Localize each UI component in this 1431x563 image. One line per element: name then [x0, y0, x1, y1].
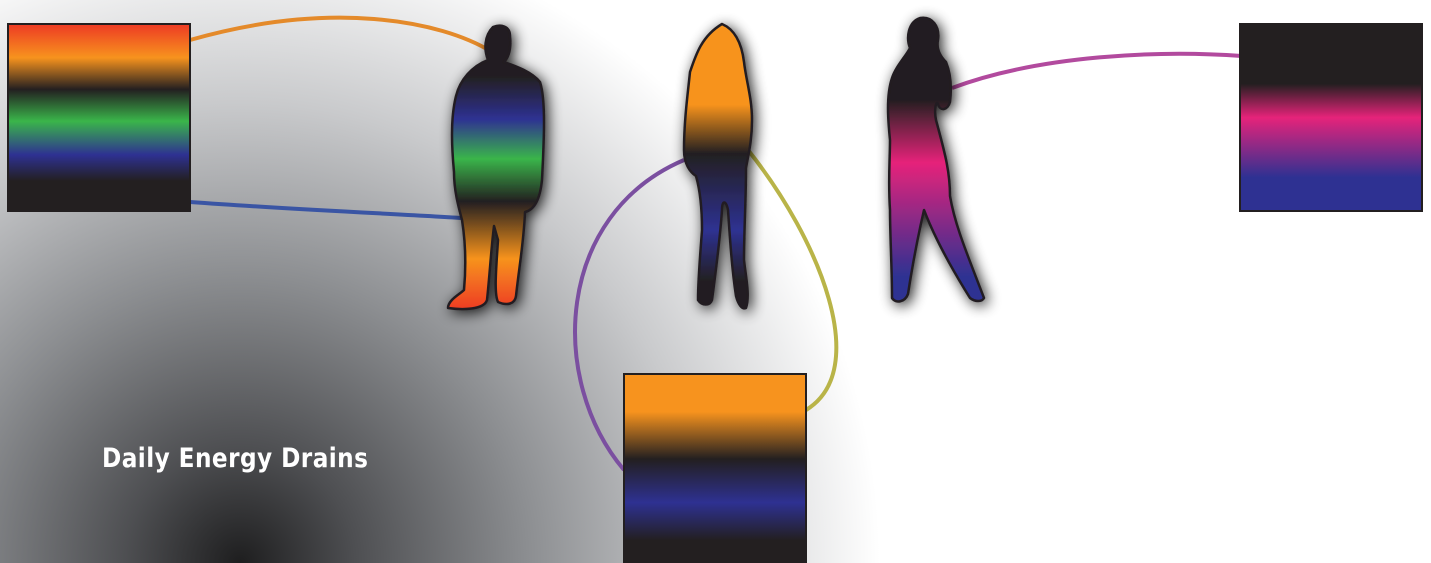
- swatch-woman-hand-on-hip: [1240, 24, 1422, 211]
- swatch-man: [8, 24, 190, 211]
- swatch-woman-long-hair: [624, 374, 806, 563]
- diagram-title: Daily Energy Drains: [102, 443, 368, 474]
